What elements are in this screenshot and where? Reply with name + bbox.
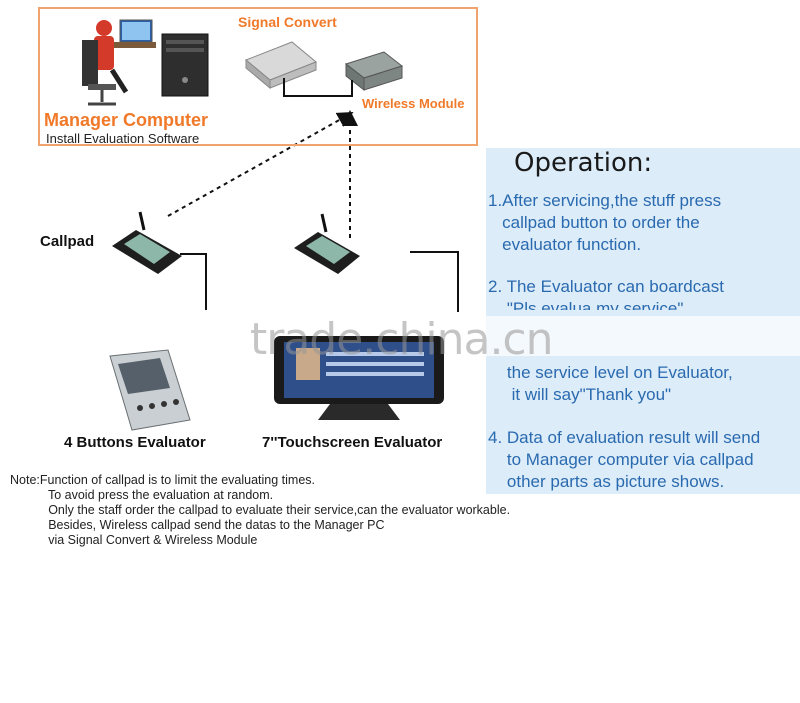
manager-person-icon — [82, 19, 156, 106]
pc-tower-icon — [161, 33, 209, 97]
operation-panel — [486, 148, 800, 494]
callpad-device-icon — [294, 213, 360, 274]
manager-computer-subtitle: Install Evaluation Software — [46, 131, 200, 146]
callpad-device-icon — [112, 211, 182, 274]
manager-computer-title: Manager Computer — [44, 110, 209, 130]
operation-step-1: 1.After servicing,the stuff press callpa… — [488, 191, 722, 254]
operation-title: Operation: — [514, 148, 653, 178]
touchscreen-evaluator-label: 7''Touchscreen Evaluator — [262, 434, 443, 451]
four-buttons-evaluator-icon — [109, 349, 191, 431]
note-text: Note:Function of callpad is to limit the… — [10, 473, 511, 547]
watermark-text: trade.china.cn — [250, 314, 554, 365]
wireless-module-device-icon — [344, 51, 404, 92]
wireless-module-label: Wireless Module — [362, 96, 465, 111]
signal-convert-label: Signal Convert — [238, 14, 337, 30]
operation-step-3: the service level on Evaluator, it will … — [506, 363, 733, 404]
operation-step-4: 4. Data of evaluation result will send t… — [488, 428, 761, 491]
callpad-label: Callpad — [40, 233, 95, 250]
four-buttons-evaluator-label: 4 Buttons Evaluator — [64, 434, 206, 451]
signal-convert-device-icon — [245, 41, 317, 90]
manager-computer-group — [38, 7, 478, 146]
touchscreen-evaluator-icon — [274, 336, 444, 420]
operation-step-2: 2. The Evaluator can boardcast "Pls eval… — [488, 277, 724, 310]
